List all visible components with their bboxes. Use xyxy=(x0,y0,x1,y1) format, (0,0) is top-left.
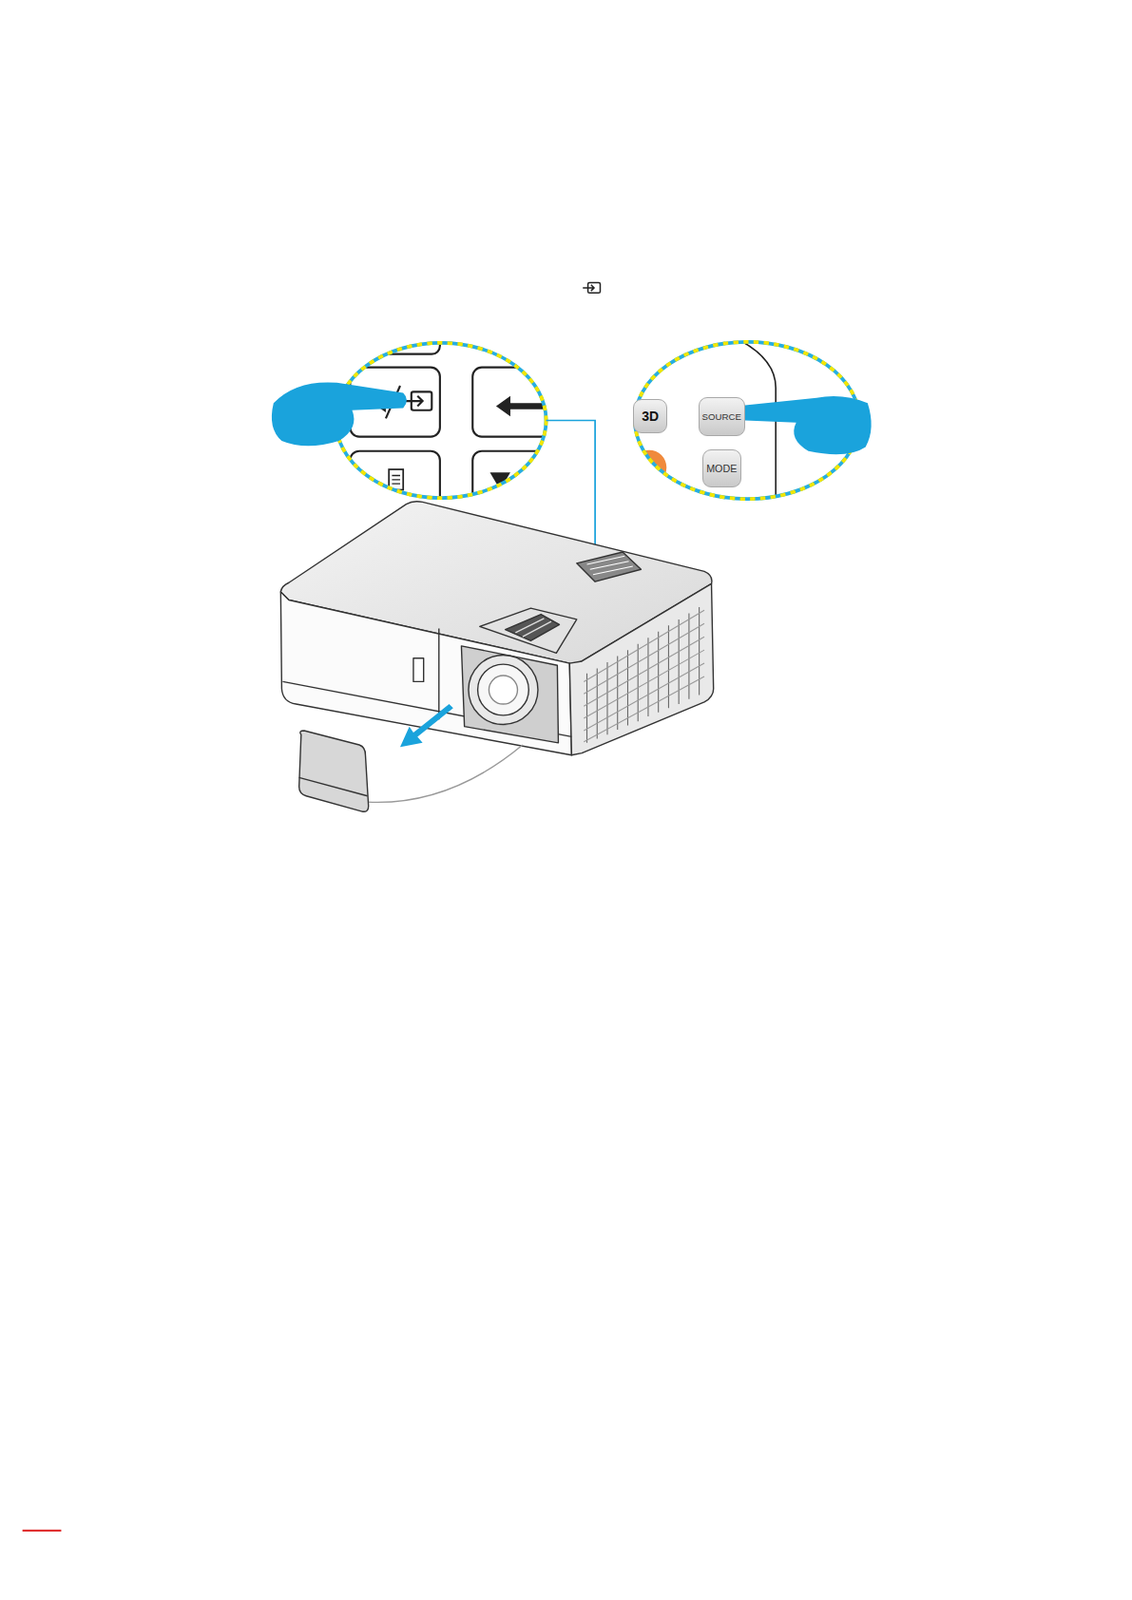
button-label: MODE xyxy=(706,462,737,475)
pressing-hand xyxy=(271,382,872,455)
button-label: 3D xyxy=(641,408,659,424)
page-rule xyxy=(22,1530,62,1533)
vent-grille xyxy=(583,607,705,744)
remote-button: MODE xyxy=(702,449,742,489)
remove-cap-arrow xyxy=(400,704,454,748)
lens-cap xyxy=(299,730,523,812)
projector-body xyxy=(280,501,713,756)
button-label: SOURCE xyxy=(702,411,742,423)
keypad-closeup xyxy=(326,333,565,521)
remote-button: 3D xyxy=(633,399,669,435)
remote-button: SOURCE xyxy=(698,397,746,437)
source-icon xyxy=(582,283,600,294)
